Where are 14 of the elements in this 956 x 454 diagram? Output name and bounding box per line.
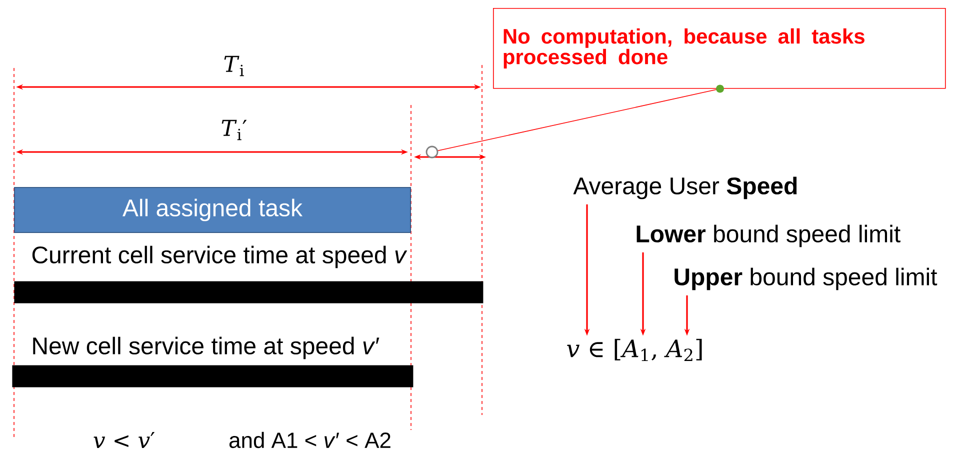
speed-caption: Average User Speed [573,176,797,200]
dimension-label: T$_{i}$ [224,56,244,76]
condition-text: and A1 < v′ < A2 [229,432,390,448]
dimension-label: T$_{i}$′ [222,120,247,140]
task-box: All assigned task [14,187,411,233]
speed-formula: v ∈ [A$_{1}$, A$_{2}$] [567,338,702,362]
circle-marker [426,146,438,158]
bar-caption: Current cell service time at speed v [32,246,408,268]
speed-caption: Lower bound speed limit [636,224,900,248]
leader-line [438,84,724,152]
condition-text: v < v′ [94,432,155,448]
callout-box: No computation, because all tasks processed done [493,8,946,89]
bar-caption: New cell service time at speed v′ [33,336,380,360]
speed-caption: Upper bound speed limit [674,268,938,290]
